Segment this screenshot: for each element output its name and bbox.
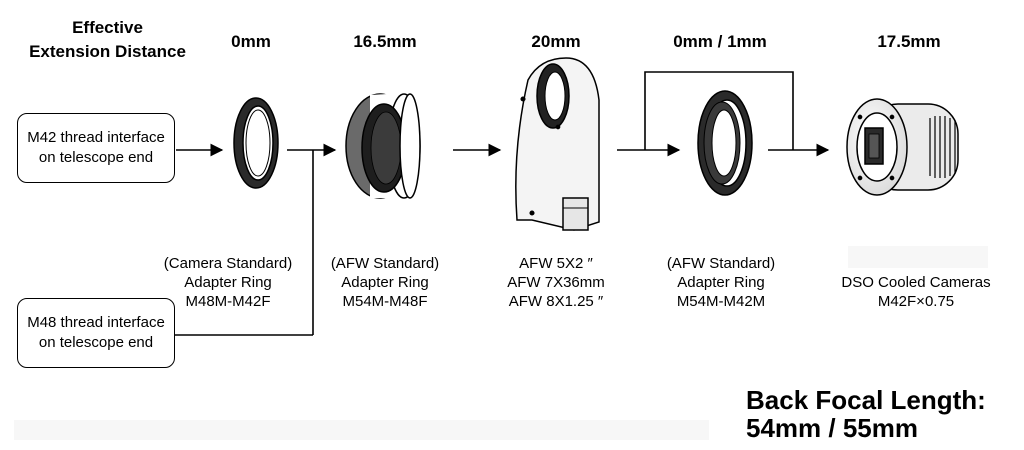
distance-label-camera: 17.5mm — [877, 32, 941, 51]
adapter-ring-m54m-m48f-image — [345, 93, 421, 199]
adapter-ring-m48m-m42f-image — [233, 97, 279, 189]
caption-line: M42F×0.75 — [877, 293, 955, 310]
caption-camera: DSO Cooled Cameras M42F×0.75 — [836, 273, 996, 311]
caption-line: (AFW Standard) — [666, 255, 776, 272]
m48-interface-box: M48 thread interface on telescope end — [17, 298, 175, 368]
caption-line: DSO Cooled Cameras — [841, 274, 991, 291]
cooled-camera-image — [846, 98, 959, 196]
back-focal-length: Back Focal Length: 54mm / 55mm — [746, 386, 986, 442]
filter-wheel-image — [515, 57, 600, 231]
caption-ring-m54m-m42m: (AFW Standard) Adapter Ring M54M-M42M — [641, 254, 801, 311]
distance-label-ring-m54-m42: 0mm / 1mm — [673, 32, 767, 51]
m48-box-line-1: M48 thread interface — [27, 314, 165, 331]
distance-label-ring-m48: 0mm — [231, 32, 271, 51]
caption-line: M54M-M48F — [342, 293, 428, 310]
caption-ring-m54m-m48f: (AFW Standard) Adapter Ring M54M-M48F — [305, 254, 465, 311]
bypass-line — [644, 71, 794, 150]
caption-filter-wheel: AFW 5X2 ″ AFW 7X36mm AFW 8X1.25 ″ — [476, 254, 636, 311]
camera-caption-highlight — [848, 246, 988, 268]
distance-label-ring-m54-m48: 16.5mm — [353, 32, 417, 51]
m42-box-line-2: on telescope end — [38, 149, 154, 166]
caption-line: AFW 7X36mm — [507, 274, 605, 291]
caption-line: Adapter Ring — [677, 274, 765, 291]
caption-line: Adapter Ring — [184, 274, 272, 291]
m42-box-line-1: M42 thread interface — [27, 129, 165, 146]
heading-line-2: Extension Distance — [29, 42, 186, 61]
back-focal-label: Back Focal Length: — [746, 385, 986, 415]
heading-line-1: Effective — [72, 18, 143, 37]
caption-line: AFW 8X1.25 ″ — [508, 293, 604, 310]
caption-line: M54M-M42M — [676, 293, 766, 310]
adapter-ring-m54m-m42m-image — [697, 90, 753, 196]
caption-line: AFW 5X2 ″ — [519, 255, 593, 272]
caption-line: (AFW Standard) — [330, 255, 440, 272]
footer-bar — [14, 420, 709, 440]
effective-distance-heading: Effective Extension Distance — [20, 16, 195, 64]
m42-interface-box: M42 thread interface on telescope end — [17, 113, 175, 183]
back-focal-value: 54mm / 55mm — [746, 413, 918, 443]
m48-box-line-2: on telescope end — [38, 334, 154, 351]
caption-ring-m48m-m42f: (Camera Standard) Adapter Ring M48M-M42F — [148, 254, 308, 311]
caption-line: (Camera Standard) — [163, 255, 293, 272]
caption-line: M48M-M42F — [185, 293, 271, 310]
caption-line: Adapter Ring — [341, 274, 429, 291]
distance-label-filter-wheel: 20mm — [531, 32, 581, 51]
